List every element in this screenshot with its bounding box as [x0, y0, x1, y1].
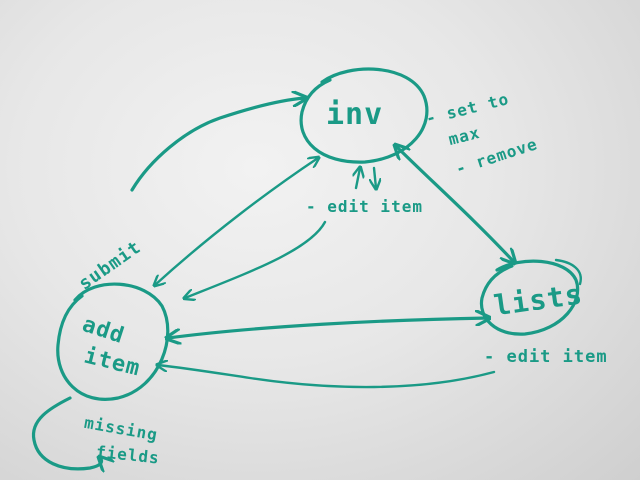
- edit-item-top-up-arrow: [356, 168, 360, 190]
- node-inv-circle: [299, 67, 429, 164]
- node-add-item-label-line2: item: [82, 344, 143, 382]
- ink-group: [31, 67, 582, 469]
- edge-inv-lists: [396, 146, 514, 262]
- edit-item-top-down-arrow: [374, 166, 376, 188]
- edge-edit-item-top: [185, 220, 327, 298]
- edge-edit-item-bottom: [158, 365, 496, 389]
- edge-inv-add-item: [155, 158, 318, 285]
- label-missing: missing: [83, 413, 160, 445]
- node-add-item-label-line1: add: [79, 312, 127, 349]
- label-edit-item-bottom: - edit item: [484, 347, 608, 367]
- label-max: max: [446, 123, 482, 149]
- edge-submit: [130, 98, 305, 192]
- label-set-to: - set to: [424, 89, 511, 128]
- edge-missing-fields-loop: [31, 396, 101, 469]
- edge-add-item-lists: [168, 318, 488, 338]
- lists-hook: [554, 258, 582, 286]
- label-fields: fields: [95, 442, 160, 468]
- node-lists-circle: [479, 259, 580, 336]
- node-add-item-circle: [56, 282, 170, 401]
- label-edit-item-top: - edit item: [306, 197, 423, 216]
- node-lists-label: lists: [492, 277, 585, 322]
- node-inv-label: inv: [326, 97, 383, 132]
